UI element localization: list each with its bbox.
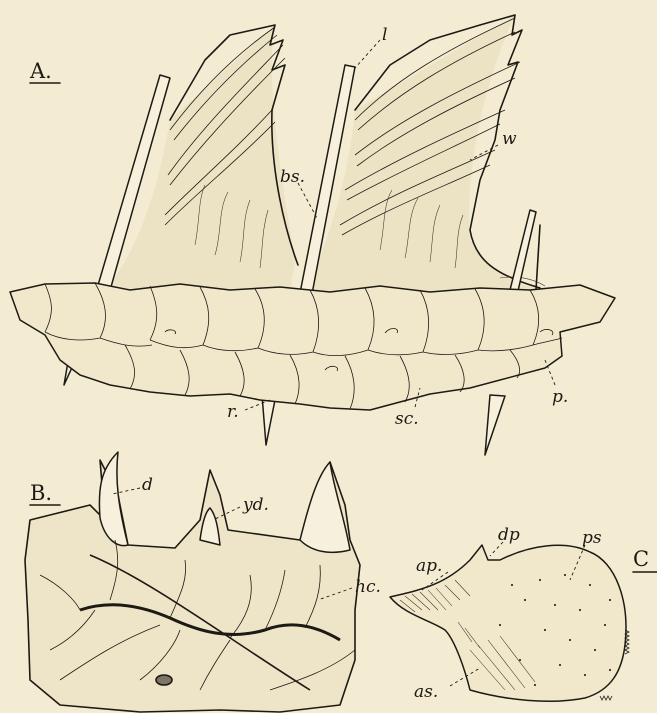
ventral-spine-3 bbox=[485, 395, 505, 455]
panel-a-letter: A. bbox=[29, 59, 52, 83]
panel-c-letter: C bbox=[633, 547, 649, 571]
panel-c: C ap. d bbox=[390, 525, 657, 702]
label-as: as. bbox=[414, 682, 438, 702]
scale-band bbox=[10, 283, 615, 410]
panel-a: A. bbox=[10, 15, 615, 455]
label-p: p. bbox=[552, 387, 568, 407]
label-r: r. bbox=[227, 402, 239, 422]
label-ap: ap. bbox=[416, 556, 442, 576]
label-dp: dp bbox=[498, 525, 520, 545]
fin-web-1 bbox=[105, 25, 295, 292]
panel-b: B. d yd. hc. bbox=[25, 452, 381, 712]
label-l: l bbox=[382, 25, 387, 45]
leader-l bbox=[355, 40, 380, 68]
panel-b-letter: B. bbox=[30, 481, 52, 505]
label-yd: yd. bbox=[242, 495, 269, 515]
label-sc: sc. bbox=[395, 409, 419, 429]
jaw-outline bbox=[25, 460, 360, 712]
label-ps: ps bbox=[582, 528, 602, 548]
label-w: w bbox=[502, 129, 517, 149]
label-hc: hc. bbox=[355, 577, 381, 597]
fin-web-2 bbox=[305, 15, 545, 292]
label-bs: bs. bbox=[280, 167, 305, 187]
fin-spine-3-shaft bbox=[536, 225, 540, 290]
fin-spine-3 bbox=[510, 210, 536, 291]
label-d: d bbox=[142, 475, 153, 495]
